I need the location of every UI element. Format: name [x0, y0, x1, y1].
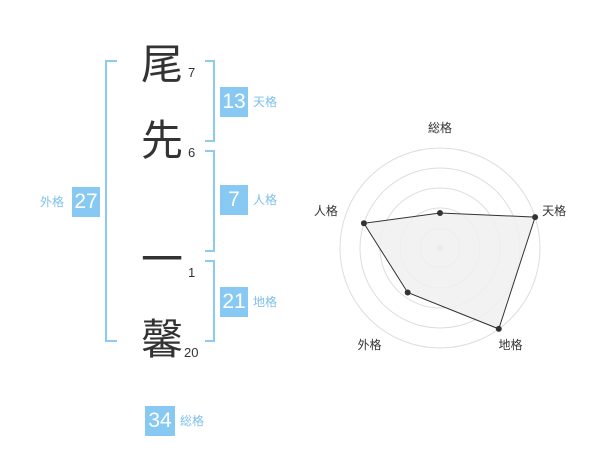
- given-char-1-strokes: 1: [188, 265, 196, 280]
- given-char-2-strokes: 20: [184, 345, 199, 360]
- radar-axis-label: 外格: [357, 337, 381, 352]
- radar-point: [532, 214, 539, 221]
- radar-point: [437, 210, 443, 216]
- tenkaku-label: 天格: [253, 95, 278, 109]
- radar-axis-label: 地格: [499, 337, 523, 352]
- radar-polygon: [363, 212, 536, 330]
- given-char-1: 一: [140, 235, 183, 284]
- radar-point: [360, 220, 367, 227]
- soukaku-value: 34: [145, 406, 175, 436]
- jinkaku-value: 7: [220, 185, 248, 215]
- radar-ring: [339, 147, 541, 349]
- surname-char-1-strokes: 7: [188, 65, 196, 80]
- radar-axis-label: 天格: [542, 203, 566, 218]
- radar-axis-label: 人格: [314, 203, 338, 218]
- jinkaku-label: 人格: [253, 193, 278, 207]
- tenkaku-value: 13: [220, 87, 248, 117]
- chikaku-label: 地格: [253, 295, 278, 309]
- tenkaku-bracket: [205, 60, 215, 142]
- radar-point: [495, 325, 502, 332]
- gaikaku-bracket: [105, 60, 117, 342]
- radar-point: [404, 289, 411, 296]
- given-char-2: 馨: [140, 315, 183, 364]
- radar-points: [360, 210, 539, 332]
- gaikaku-value: 27: [72, 187, 100, 217]
- chikaku-bracket: [205, 260, 215, 342]
- surname-char-1: 尾: [140, 40, 183, 89]
- soukaku-label: 総格: [180, 414, 205, 428]
- jinkaku-bracket: [205, 150, 215, 252]
- gaikaku-label: 外格: [40, 195, 65, 209]
- radar-axis-label: 総格: [428, 120, 452, 135]
- surname-char-2-strokes: 6: [188, 145, 196, 160]
- surname-char-2: 先: [140, 116, 183, 165]
- chikaku-value: 21: [220, 287, 248, 317]
